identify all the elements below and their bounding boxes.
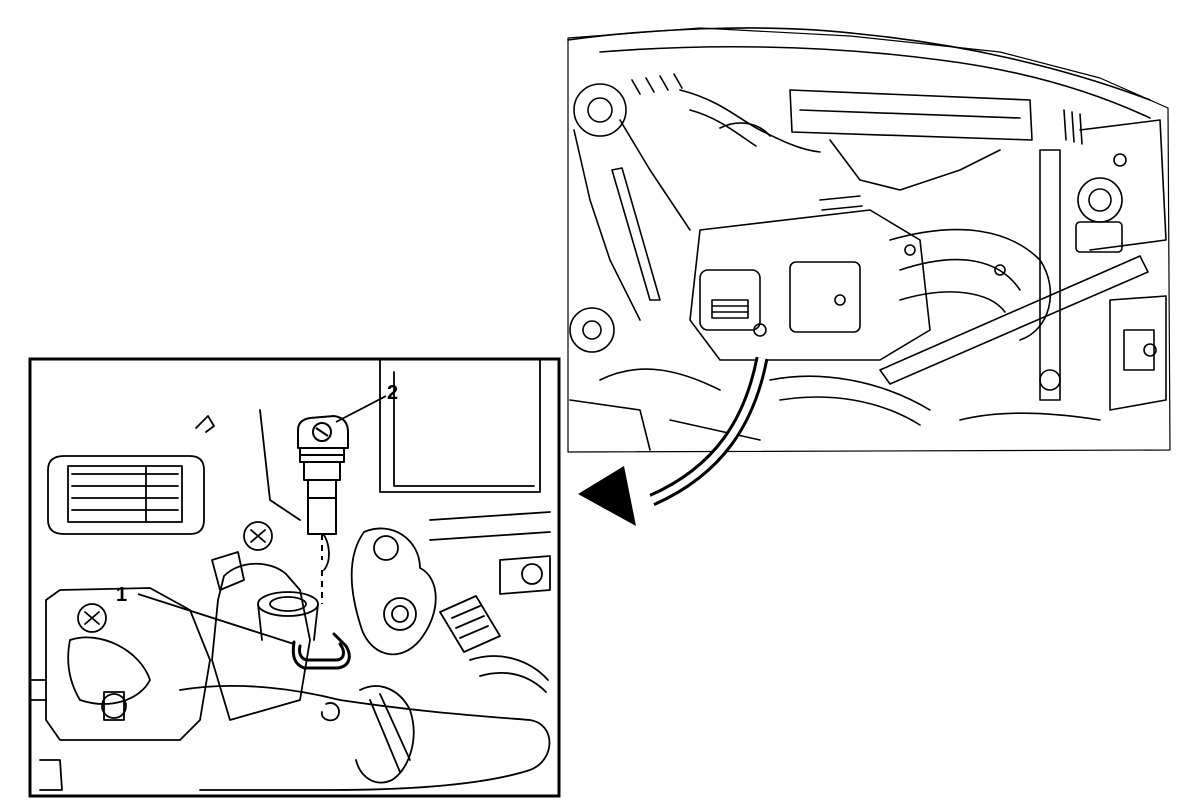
callout-2: 2	[335, 382, 398, 423]
retaining-clip-part	[291, 632, 351, 670]
engine-bay-overview	[567, 27, 1171, 453]
callout-2-leader	[335, 395, 387, 423]
inset-background-components	[29, 359, 551, 791]
callout-1: 1	[116, 584, 295, 645]
direction-arrow	[578, 356, 769, 526]
sensor-part	[297, 415, 349, 604]
callout-1-label: 1	[116, 584, 127, 606]
callout-2-label: 2	[387, 382, 398, 404]
callout-1-leader	[137, 593, 295, 645]
detail-inset	[28, 357, 561, 798]
